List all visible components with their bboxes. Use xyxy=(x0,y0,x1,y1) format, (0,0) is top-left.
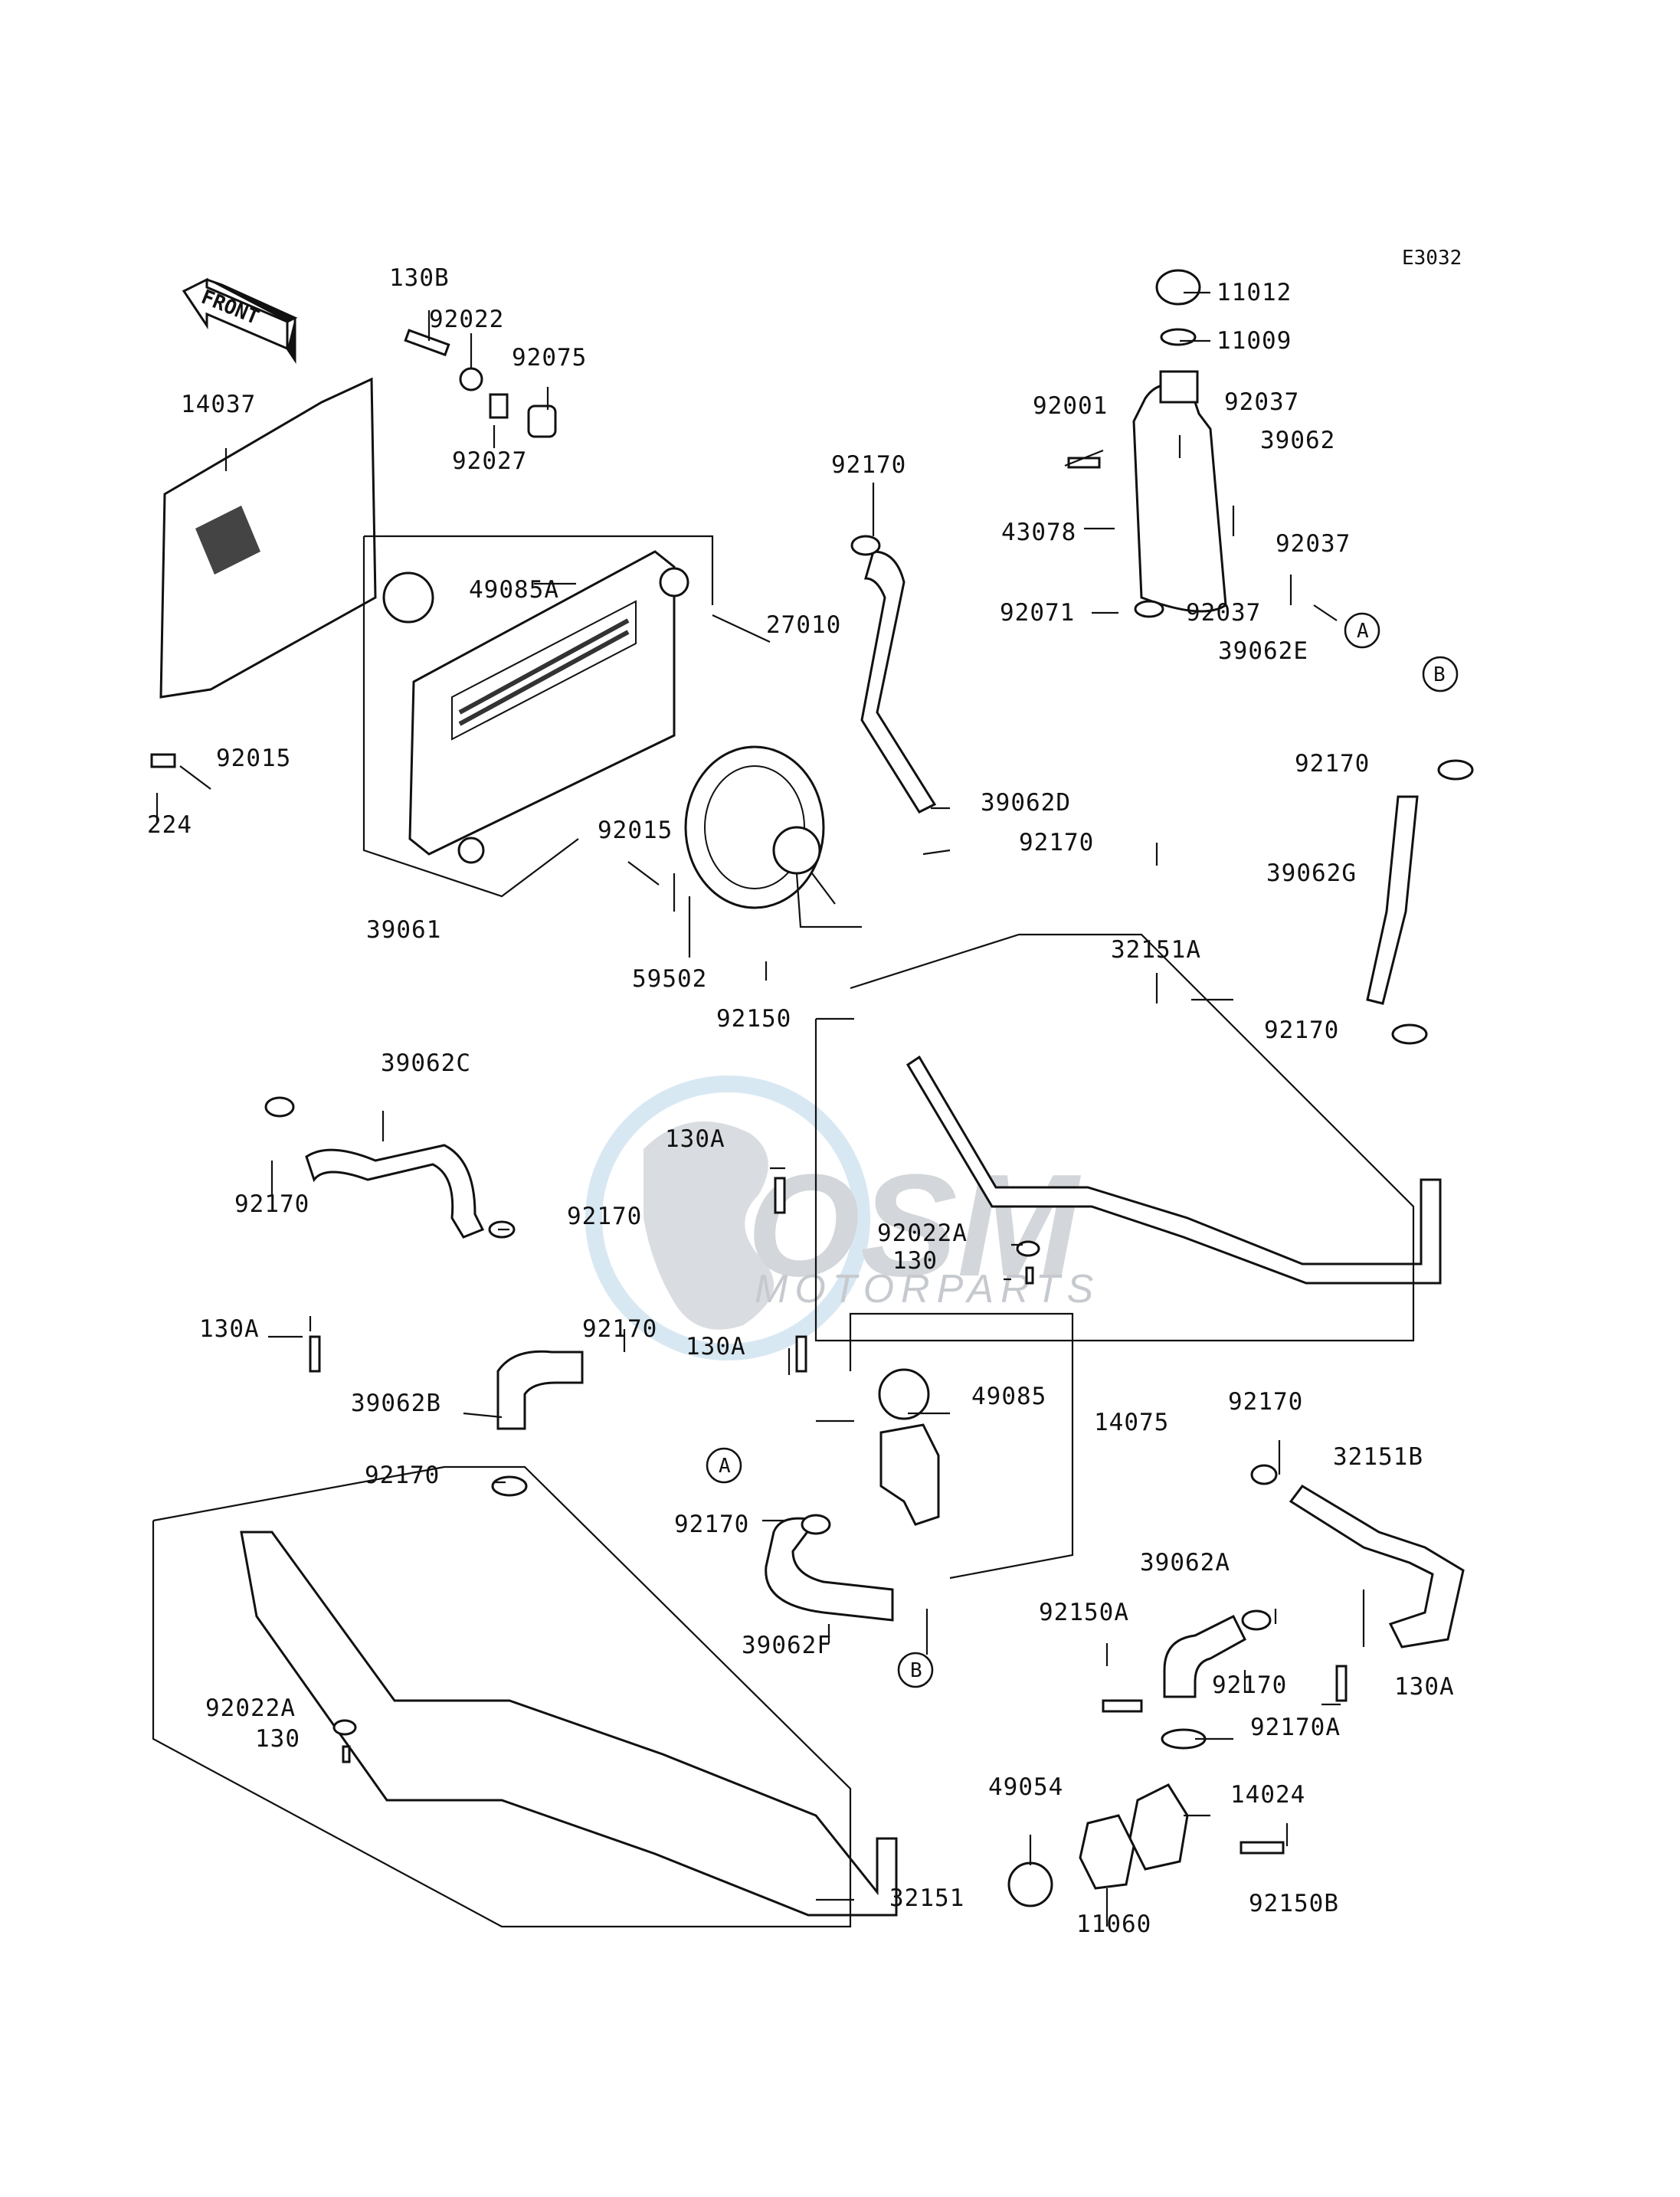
part-label-11012: 11012 xyxy=(1217,279,1292,306)
part-label-49085: 49085 xyxy=(971,1383,1046,1410)
part-label-92037: 92037 xyxy=(1276,530,1351,558)
part-label-130a: 130A xyxy=(686,1333,746,1360)
hose-39062g xyxy=(1366,795,1419,1005)
part-label-14037: 14037 xyxy=(181,391,256,418)
part-label-130a: 130A xyxy=(199,1315,260,1343)
part-label-92015: 92015 xyxy=(598,817,673,844)
part-label-92150a: 92150A xyxy=(1039,1599,1129,1626)
water-outlet xyxy=(879,1423,940,1526)
part-label-92150b: 92150B xyxy=(1249,1890,1339,1917)
diagram-code: E3032 xyxy=(1402,247,1462,270)
pipe-32151b xyxy=(1289,1485,1465,1649)
part-label-39062b: 39062B xyxy=(351,1390,441,1417)
part-label-92170: 92170 xyxy=(1264,1017,1339,1044)
part-label-43078: 43078 xyxy=(1001,519,1076,546)
part-label-39062d: 39062D xyxy=(981,789,1071,817)
part-label-92001: 92001 xyxy=(1033,392,1108,420)
part-label-92170: 92170 xyxy=(1019,829,1094,856)
radiator-cap-49085 xyxy=(878,1368,930,1420)
box-32151a xyxy=(814,933,1415,1342)
part-label-39062c: 39062C xyxy=(381,1049,471,1077)
box-14075 xyxy=(849,1312,1074,1580)
hose-39062d xyxy=(860,550,937,814)
part-label-14075: 14075 xyxy=(1094,1409,1169,1436)
part-label-a: A xyxy=(1357,620,1369,643)
hose-39062c xyxy=(305,1144,485,1239)
part-label-b: B xyxy=(1433,663,1446,686)
hose-39062f xyxy=(765,1517,894,1622)
thermostat xyxy=(1007,1861,1053,1907)
part-label-92170: 92170 xyxy=(1212,1671,1287,1699)
part-label-130b: 130B xyxy=(389,264,450,292)
part-label-92170: 92170 xyxy=(567,1203,642,1230)
part-label-92170: 92170 xyxy=(674,1511,749,1538)
part-label-92022: 92022 xyxy=(429,306,504,333)
part-label-11060: 11060 xyxy=(1076,1911,1151,1938)
part-label-49085a: 49085A xyxy=(469,576,559,604)
cooling-fan xyxy=(684,745,862,928)
part-label-32151: 32151 xyxy=(889,1884,964,1912)
part-label-39062e: 39062E xyxy=(1218,637,1308,665)
part-label-11009: 11009 xyxy=(1217,327,1292,355)
part-label-39061: 39061 xyxy=(366,916,441,944)
pipe-32151 xyxy=(240,1531,898,1917)
part-label-49054: 49054 xyxy=(988,1773,1063,1801)
part-label-27010: 27010 xyxy=(766,611,841,639)
part-labels: 11012 11009 92001 92037 39062 43078 92037 92071… xyxy=(147,264,1455,1938)
ref-a-1 xyxy=(1344,612,1380,649)
part-label-39062: 39062 xyxy=(1260,427,1335,454)
ref-b-1 xyxy=(1422,656,1459,692)
part-label-92170: 92170 xyxy=(831,451,906,479)
hose-39062b xyxy=(496,1350,584,1430)
part-label-92150: 92150 xyxy=(716,1005,791,1033)
watermark: OSM MOTORPARTS xyxy=(585,1076,1100,1360)
box-32151 xyxy=(152,1465,852,1928)
part-label-130: 130 xyxy=(892,1247,938,1275)
part-label-92170a: 92170A xyxy=(1250,1714,1341,1741)
part-label-92037: 92037 xyxy=(1224,388,1299,416)
part-label-92037: 92037 xyxy=(1186,599,1261,627)
part-label-130: 130 xyxy=(255,1725,300,1753)
front-arrow-icon: FRONT xyxy=(182,277,298,364)
hose-39062a xyxy=(1163,1614,1246,1698)
thermostat-housing xyxy=(1128,1783,1189,1871)
ref-a-2 xyxy=(706,1447,742,1484)
part-label-92027: 92027 xyxy=(452,447,527,475)
part-label-92075: 92075 xyxy=(512,344,587,372)
leader-lines xyxy=(156,291,1365,1927)
part-label-a: A xyxy=(719,1455,731,1478)
part-label-130a: 130A xyxy=(665,1125,725,1153)
part-label-39062g: 39062G xyxy=(1266,859,1357,887)
part-label-14024: 14024 xyxy=(1230,1781,1305,1809)
watermark-sub: MOTORPARTS xyxy=(755,1267,1100,1311)
part-label-92170: 92170 xyxy=(582,1315,657,1343)
radiator-screen xyxy=(159,377,377,699)
reservoir-tank xyxy=(1132,269,1227,618)
gasket xyxy=(1079,1814,1135,1890)
part-label-92170: 92170 xyxy=(1228,1388,1303,1416)
part-label-92071: 92071 xyxy=(1000,599,1075,627)
part-label-32151a: 32151A xyxy=(1111,936,1201,964)
part-label-92170: 92170 xyxy=(1295,750,1370,778)
part-label-39062a: 39062A xyxy=(1140,1549,1230,1577)
part-label-92015: 92015 xyxy=(216,745,291,772)
part-label-92170: 92170 xyxy=(365,1462,440,1489)
small-parts xyxy=(150,329,1474,1855)
part-label-32151b: 32151B xyxy=(1333,1443,1423,1471)
part-label-92022a: 92022A xyxy=(205,1694,296,1722)
part-label-224: 224 xyxy=(147,811,192,839)
ref-b-2 xyxy=(897,1652,934,1688)
part-label-b: B xyxy=(910,1659,922,1682)
pipe-32151a xyxy=(905,1055,1442,1285)
part-label-39062f: 39062F xyxy=(742,1632,832,1659)
part-label-92170: 92170 xyxy=(234,1190,309,1218)
part-label-92022a: 92022A xyxy=(877,1220,968,1247)
radiator xyxy=(362,535,714,898)
part-label-59502: 59502 xyxy=(632,965,707,993)
part-label-130a: 130A xyxy=(1394,1673,1455,1701)
